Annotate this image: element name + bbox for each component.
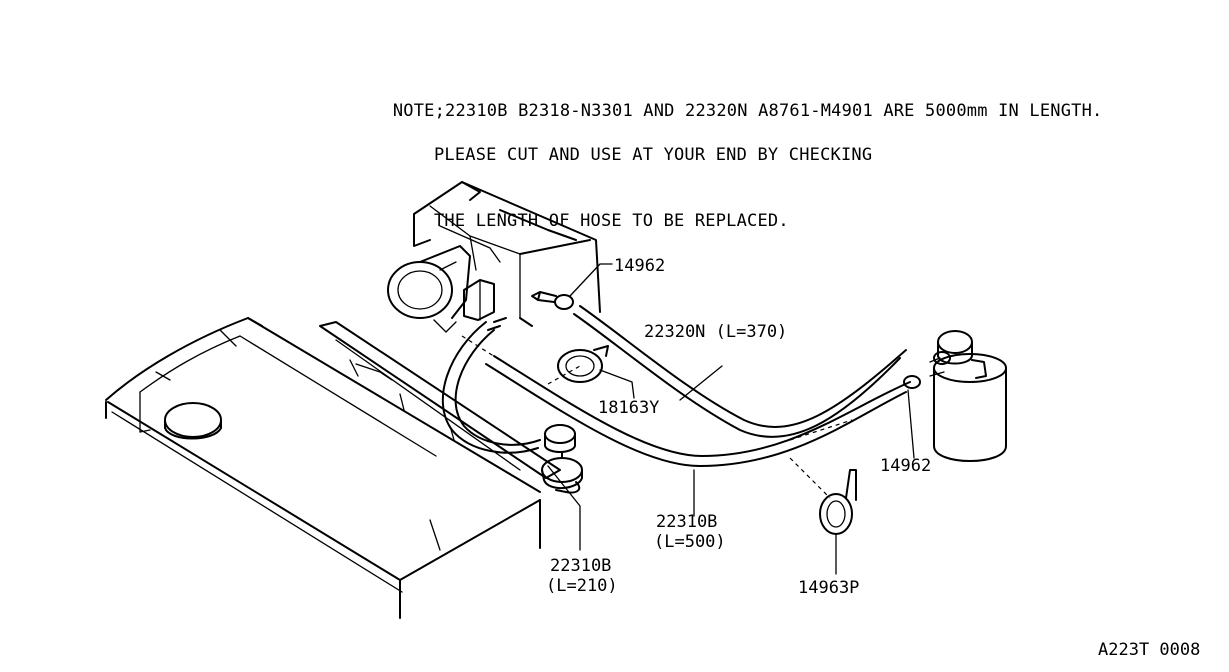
leader-22320n bbox=[679, 365, 723, 401]
callout-hose-22310b-long-part: 22310B bbox=[656, 512, 718, 532]
callout-hose-22310b-short-len: (L=210) bbox=[546, 576, 618, 596]
figure-code: A223T 0008 bbox=[1098, 640, 1201, 660]
callout-hose-22310b-long-len: (L=500) bbox=[654, 532, 726, 552]
callout-hose-22320n: 22320N (L=370) bbox=[644, 322, 788, 342]
note-text: NOTE;22310B B2318-N3301 AND 22320N A8761… bbox=[372, 78, 1102, 254]
hose-22320n bbox=[573, 305, 907, 438]
hose-22310b-long bbox=[485, 355, 911, 467]
purge-valve bbox=[541, 424, 583, 494]
callout-clamp-18163y: 18163Y bbox=[598, 398, 660, 418]
clip-14962-right bbox=[903, 351, 951, 459]
clamp-18163y bbox=[547, 345, 635, 399]
evap-canister bbox=[929, 330, 1007, 462]
callout-clip-top: 14962 bbox=[614, 256, 666, 276]
callout-hose-22310b-short-part: 22310B bbox=[550, 556, 612, 576]
throttle-body bbox=[387, 181, 601, 333]
hose-22310b-short bbox=[441, 317, 541, 454]
engine-cover bbox=[105, 317, 561, 619]
clip-14962-top bbox=[554, 263, 613, 310]
note-line-2: PLEASE CUT AND USE AT YOUR END BY CHECKI… bbox=[434, 145, 873, 165]
clamp-14963p bbox=[789, 457, 857, 575]
callout-clamp-14963p: 14963P bbox=[798, 578, 860, 598]
callout-clip-right: 14962 bbox=[880, 456, 932, 476]
note-line-1: NOTE;22310B B2318-N3301 AND 22320N A8761… bbox=[392, 101, 1103, 121]
leader-22310b-short bbox=[547, 465, 581, 551]
